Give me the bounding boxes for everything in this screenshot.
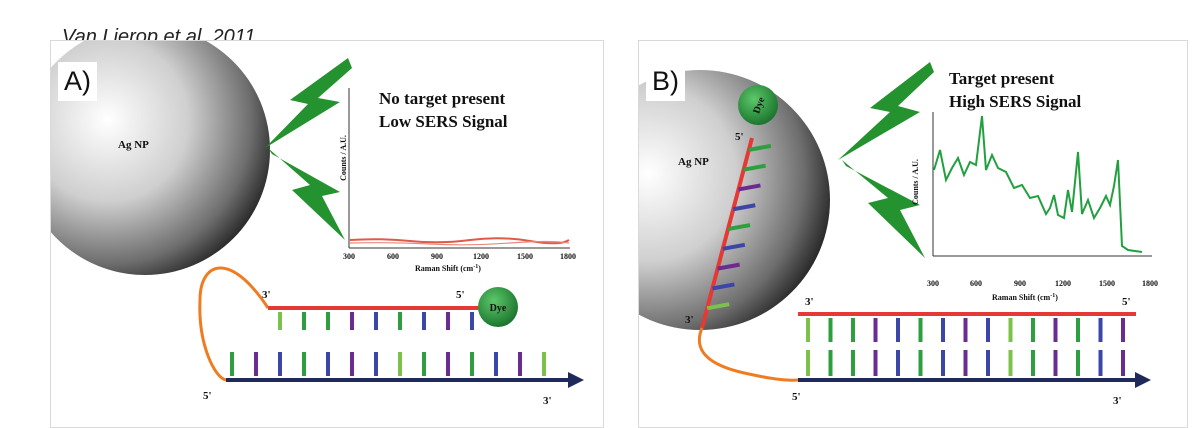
orange-tether-a	[198, 266, 270, 382]
spectrum-line-low	[349, 237, 570, 245]
lightning-bolt-icon	[265, 58, 352, 148]
x-tick-b-0: 300	[927, 279, 939, 288]
strand-end-label: 3'	[543, 395, 552, 407]
strand-end-label: 5'	[203, 390, 212, 402]
lightning-bolt-icon	[842, 160, 925, 258]
x-tick-b-2: 900	[1014, 279, 1026, 288]
strand-arrow-a	[568, 372, 584, 388]
orange-tether-b	[697, 327, 799, 382]
ag-np-label-b: Ag NP	[678, 156, 709, 168]
silver-nanoparticle-a	[51, 41, 270, 275]
dye-molecule-a	[478, 287, 518, 327]
probe-base-pairs-b	[706, 143, 772, 311]
panel-label-a: A)	[58, 62, 97, 101]
silver-nanoparticle-b	[639, 70, 830, 330]
x-axis-label-a: Raman Shift (cm-1)	[415, 264, 481, 273]
x-tick-b-3: 1200	[1055, 279, 1071, 288]
probe-base-pair	[712, 282, 735, 291]
lightning-bolt-icon	[838, 62, 934, 160]
base-pairs-a	[230, 312, 546, 376]
spectrum-chart-a: Counts / A.U. 300 600 900 1200 1500 1800…	[339, 88, 576, 273]
strand-arrow-b	[1135, 372, 1151, 388]
strand-end-label: 3'	[805, 296, 814, 308]
probe-base-pair	[727, 223, 751, 232]
x-tick-b-1: 600	[970, 279, 982, 288]
x-tick-a-2: 900	[431, 252, 443, 261]
probe-base-pair	[706, 302, 730, 311]
strand-end-label: 3'	[262, 289, 271, 301]
y-axis-label-a: Counts / A.U.	[339, 135, 348, 181]
dye-molecule-b	[738, 85, 778, 125]
x-tick-a-0: 300	[343, 252, 355, 261]
dye-label-a: Dye	[490, 303, 507, 314]
header-line-1-a: No target present	[379, 89, 506, 108]
probe-base-pair	[732, 203, 756, 212]
spectrum-line-high	[933, 115, 1143, 253]
header-line-1-b: Target present	[949, 69, 1055, 88]
spectrum-line-low-2	[349, 240, 570, 246]
strand-end-label: 3'	[685, 314, 694, 326]
base-pairs-b	[806, 318, 1125, 376]
probe-base-pair	[722, 242, 746, 251]
strand-end-label: 5'	[792, 391, 801, 403]
panel-label-b: B)	[646, 62, 685, 101]
spectrum-chart-b: Counts / A.U. 300 600 900 1200 1500 1800…	[911, 112, 1158, 302]
x-axis-label-b: Raman Shift (cm-1)	[992, 293, 1058, 302]
x-tick-a-4: 1500	[517, 252, 533, 261]
strand-end-label: 5'	[456, 289, 465, 301]
x-tick-b-4: 1500	[1099, 279, 1115, 288]
x-tick-b-5: 1800	[1142, 279, 1158, 288]
header-line-2-b: High SERS Signal	[949, 92, 1082, 111]
probe-base-pair	[717, 262, 740, 271]
probe-base-pair	[738, 183, 761, 192]
strand-end-label: 5'	[1122, 296, 1131, 308]
x-tick-a-1: 600	[387, 252, 399, 261]
y-axis-label-b: Counts / A.U.	[911, 159, 920, 205]
probe-base-pair	[748, 143, 772, 152]
x-tick-a-5: 1800	[560, 252, 576, 261]
x-tick-a-3: 1200	[473, 252, 489, 261]
strand-end-label: 3'	[1113, 395, 1122, 407]
ag-np-label-a: Ag NP	[118, 139, 149, 151]
header-line-2-a: Low SERS Signal	[379, 112, 508, 131]
probe-base-pair	[743, 163, 767, 172]
strand-end-label: 5'	[735, 131, 744, 143]
lightning-bolt-icon	[268, 148, 345, 240]
